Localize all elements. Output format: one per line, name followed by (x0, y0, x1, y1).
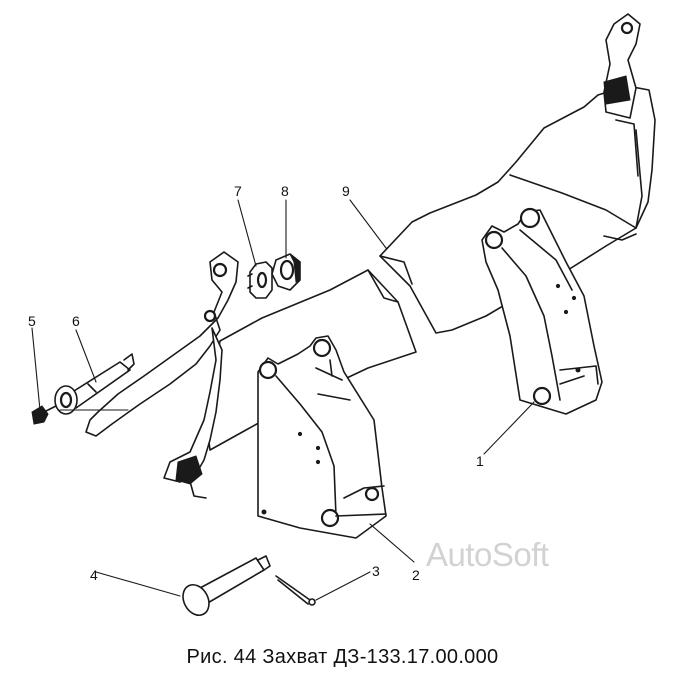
callout-7: 7 (234, 183, 242, 199)
watermark: AutoSoft (426, 536, 549, 573)
axle (54, 353, 135, 415)
callout-9: 9 (342, 183, 350, 199)
small-nut (31, 405, 57, 425)
callout-1: 1 (476, 453, 484, 469)
leader-lines (31, 199, 535, 601)
figure-caption: Рис. 44 Захват ДЗ-133.17.00.000 (186, 646, 499, 668)
pin (182, 555, 271, 617)
grab-plate (379, 85, 656, 334)
callout-8: 8 (281, 183, 289, 199)
left-bracket (257, 335, 387, 539)
callout-3: 3 (372, 563, 380, 579)
cotter-pin (275, 575, 316, 606)
callout-6: 6 (72, 313, 80, 329)
callout-2: 2 (412, 567, 420, 583)
callout-labels: 1 2 3 4 5 6 7 8 9 (28, 183, 484, 583)
right-arm (603, 13, 641, 177)
callout-4: 4 (90, 567, 98, 583)
left-arm (85, 251, 239, 499)
nut (271, 253, 301, 291)
callout-5: 5 (28, 313, 36, 329)
right-bracket (481, 207, 603, 415)
washer (247, 261, 273, 299)
